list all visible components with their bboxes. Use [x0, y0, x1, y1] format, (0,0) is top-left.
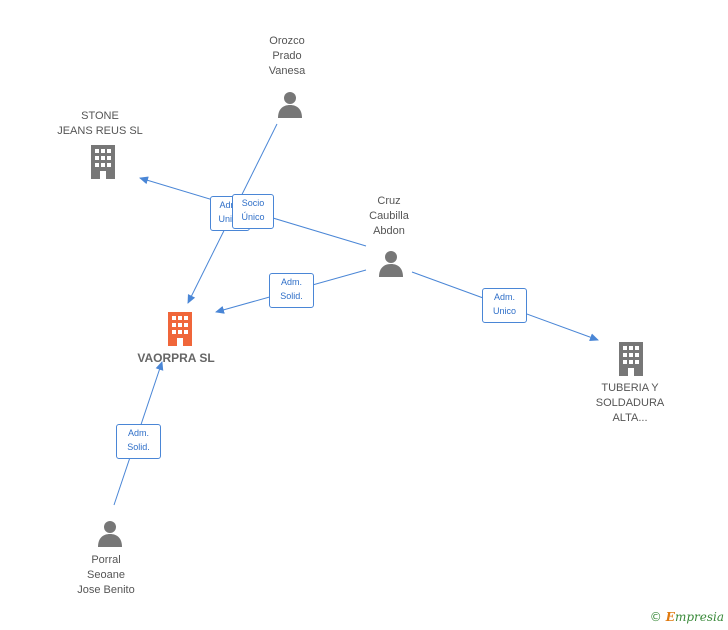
brand-logo: ©Empresia: [650, 610, 724, 624]
edge-label-orozco-vaorpra: Socio Único: [232, 194, 274, 229]
person-icon: [379, 251, 403, 277]
person-icon: [98, 521, 122, 547]
edge-label-porral-vaorpra: Adm. Solid.: [116, 424, 161, 459]
person-icon: [278, 92, 302, 118]
node-label-cruz: Cruz Caubilla Abdon: [369, 195, 409, 237]
building-icon: [619, 342, 643, 376]
brand-initial: E: [665, 610, 675, 624]
node-label-porral: Porral Seoane Jose Benito: [77, 554, 135, 596]
copyright-symbol: ©: [649, 610, 662, 624]
node-label-tuberia: TUBERIA Y SOLDADURA ALTA...: [595, 382, 665, 424]
brand-name: mpresia: [674, 610, 724, 624]
building-icon: [91, 145, 115, 179]
node-label-vaorpra[interactable]: VAORPRA SL: [137, 351, 215, 365]
node-label-stone: STONE JEANS REUS SL: [57, 110, 143, 137]
edge-label-cruz-tuberia: Adm. Unico: [482, 288, 527, 323]
edge-label-cruz-vaorpra: Adm. Solid.: [269, 273, 314, 308]
node-label-orozco: Orozco Prado Vanesa: [268, 35, 306, 77]
building-icon-main: [168, 312, 192, 346]
